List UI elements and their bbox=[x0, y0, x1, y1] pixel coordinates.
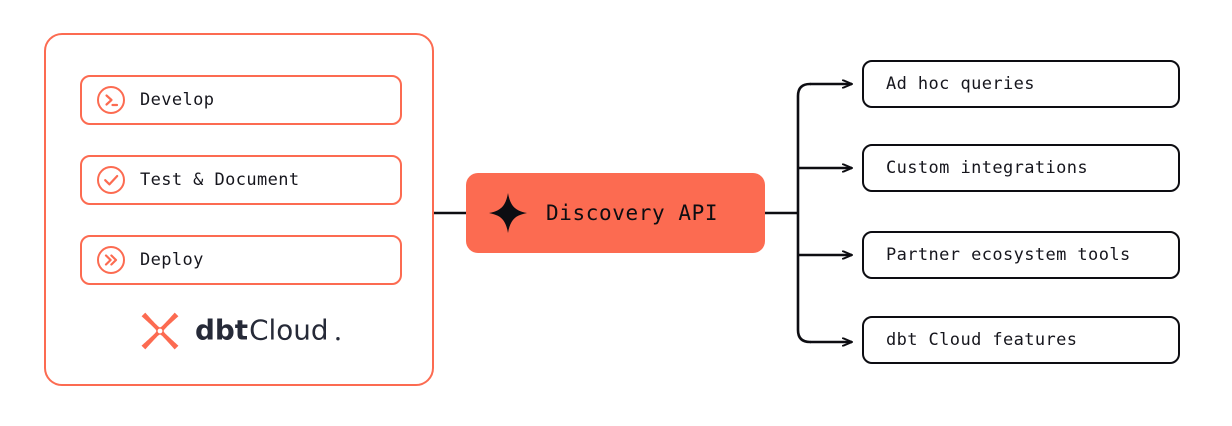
check-circle-icon bbox=[97, 166, 125, 194]
wordmark-dbt: dbt bbox=[195, 314, 248, 346]
consumer-label: Custom integrations bbox=[886, 158, 1089, 178]
consumer-label: Partner ecosystem tools bbox=[886, 245, 1131, 265]
stage-label: Deploy bbox=[140, 250, 204, 270]
stage-label: Test & Document bbox=[140, 170, 300, 190]
consumer-label: dbt Cloud features bbox=[886, 330, 1078, 350]
stage-label: Develop bbox=[140, 90, 215, 110]
stage-card-deploy[interactable]: Deploy bbox=[80, 235, 402, 285]
consumer-label: Ad hoc queries bbox=[886, 74, 1035, 94]
terminal-prompt-icon bbox=[97, 86, 125, 114]
sparkle-star-icon bbox=[489, 193, 527, 233]
wordmark-cloud: Cloud bbox=[249, 314, 328, 346]
stage-card-test-and-document[interactable]: Test & Document bbox=[80, 155, 402, 205]
dbt-cloud-panel: Develop Test & Document Deploy bbox=[44, 33, 434, 386]
discovery-api-label: Discovery API bbox=[546, 201, 719, 225]
dbt-cloud-wordmark: dbt Cloud bbox=[195, 314, 340, 346]
connector-distribution-bus bbox=[796, 82, 812, 344]
double-chevron-right-icon bbox=[97, 246, 125, 274]
stage-card-develop[interactable]: Develop bbox=[80, 75, 402, 125]
consumer-card-custom-integrations[interactable]: Custom integrations bbox=[862, 144, 1180, 192]
consumer-card-dbt-cloud-features[interactable]: dbt Cloud features bbox=[862, 316, 1180, 364]
dbt-x-mark-icon bbox=[141, 312, 178, 350]
discovery-api-node[interactable]: Discovery API bbox=[466, 173, 765, 253]
consumer-card-ad-hoc-queries[interactable]: Ad hoc queries bbox=[862, 60, 1180, 108]
dbt-cloud-logo: dbt Cloud bbox=[46, 303, 432, 359]
consumer-card-partner-ecosystem-tools[interactable]: Partner ecosystem tools bbox=[862, 231, 1180, 279]
